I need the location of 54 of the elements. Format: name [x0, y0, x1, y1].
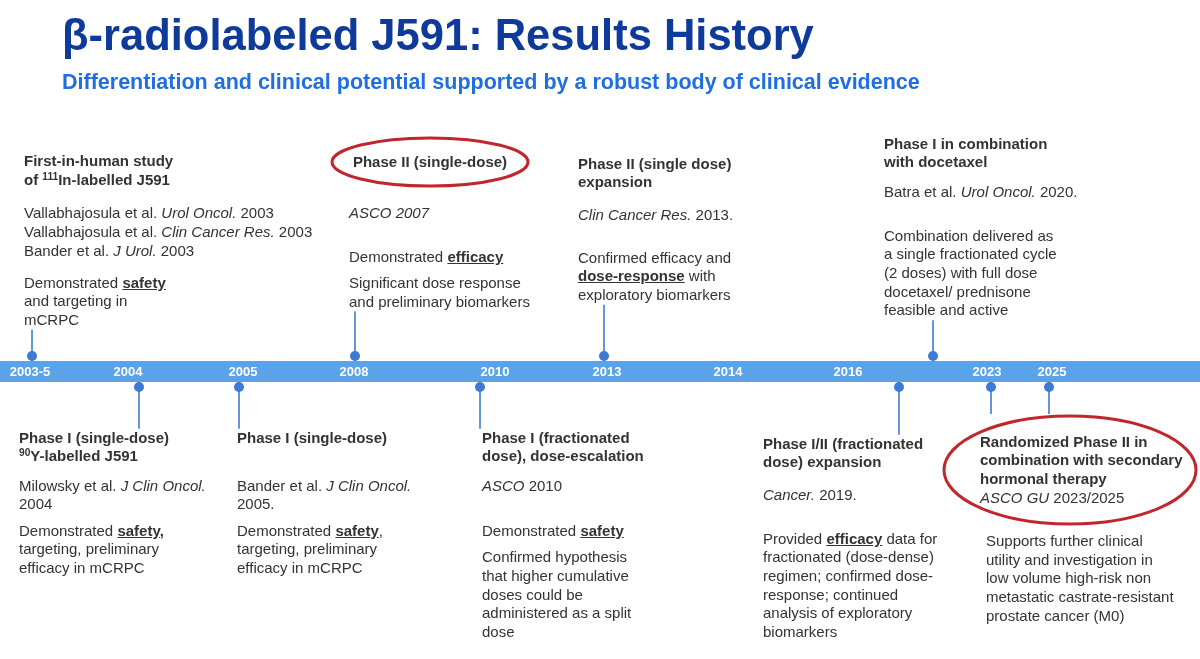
milestone-heading: Randomized Phase II in combination with secondary hormonal therapy [980, 432, 1184, 489]
milestone-heading: Phase I (single-dose) [237, 428, 388, 448]
citation: Clin Cancer Res. 2013. [578, 205, 734, 225]
year-label: 2010 [480, 363, 510, 381]
year-label: 2003-5 [9, 363, 51, 381]
year-label: 2008 [339, 363, 369, 381]
result-text: Significant dose response and preliminary biomarkers [349, 274, 531, 312]
citation: Batra et al. Urol Oncol. 2020. [884, 182, 1078, 202]
timeline-pin [234, 381, 244, 430]
milestone-heading: Phase II (single-dose) [352, 152, 508, 172]
timeline-pin [894, 381, 904, 436]
milestone-heading: Phase I/II (fractionated dose) expansion [763, 434, 925, 473]
result-text: Combination delivered as a single fractionated cycle (2 doses) with full dose docetaxel/ prednisone feasible and active [884, 226, 1058, 321]
result-text: Demonstrated safety and targeting in mCRPC [24, 273, 167, 330]
timeline-pin [475, 381, 485, 430]
year-label: 2016 [833, 363, 863, 381]
timeline-pin [599, 303, 609, 362]
result-text: Demonstrated safety, targeting, preliminary efficacy in mCRPC [19, 521, 165, 578]
timeline-pin [27, 328, 37, 362]
result-text: Confirmed hypothesis that higher cumulative doses could be administered as a split dose [482, 548, 633, 642]
milestone-heading: Phase I (single-dose) $^{90}$Y-labelled J591 [19, 428, 171, 467]
milestone-heading: Phase I (fractionated dose), dose-escalation [482, 428, 645, 467]
timeline-pin [350, 310, 360, 362]
timeline-pin [1044, 381, 1054, 415]
year-label: 2014 [713, 363, 743, 381]
slide-title: β-radiolabeled J591: Results History [62, 11, 814, 59]
citation: Vallabhajosula et al. Clin Cancer Res. 2003 [24, 222, 313, 242]
timeline-pin [986, 381, 996, 415]
milestone-heading: First-in-human study of $^{111}$In-labelled J591 [24, 152, 175, 190]
year-label: 2023 [972, 363, 1002, 381]
subtitle: Differentiation and clinical potential supported by a robust body of clinical evidence [62, 70, 920, 94]
timeline-pin [134, 381, 144, 430]
citation: Milowsky et al. J Clin Oncol. 2004 [19, 476, 207, 515]
milestone-heading: Phase II (single dose) expansion [578, 154, 733, 193]
year-label: 2025 [1037, 363, 1067, 381]
citation: Bander et al. J Urol. 2003 [24, 241, 195, 261]
result-text: Demonstrated efficacy [349, 247, 504, 267]
year-label: 2013 [592, 363, 622, 381]
citation: Bander et al. J Clin Oncol. 2005. [237, 476, 413, 515]
year-label: 2004 [113, 363, 143, 381]
citation: Vallabhajosula et al. Urol Oncol. 2003 [24, 204, 274, 223]
citation: Cancer. 2019. [763, 485, 857, 505]
citation: ASCO 2010 [482, 476, 563, 496]
timeline-pin [928, 319, 938, 362]
result-text: Demonstrated safety, targeting, preliminary efficacy in mCRPC [237, 521, 384, 578]
timeline-bar [0, 361, 1200, 382]
citation: ASCO 2007 [349, 204, 430, 223]
result-text: Demonstrated safety [482, 521, 624, 541]
result-text: Supports further clinical utility and investigation in low volume high-risk non metastatic castrate-resistant prostate cancer (M0) [986, 532, 1175, 626]
milestone-heading: Phase I in combination with docetaxel [884, 134, 1049, 173]
result-text: Confirmed efficacy and dose-response with exploratory biomarkers [578, 248, 733, 305]
result-text: Provided efficacy data for fractionated (dose-dense) regimen; confirmed dose-response; continued analysis of exploratory biomarkers [763, 529, 939, 642]
year-label: 2005 [228, 363, 258, 381]
citation: ASCO GU 2023/2025 [980, 488, 1125, 508]
